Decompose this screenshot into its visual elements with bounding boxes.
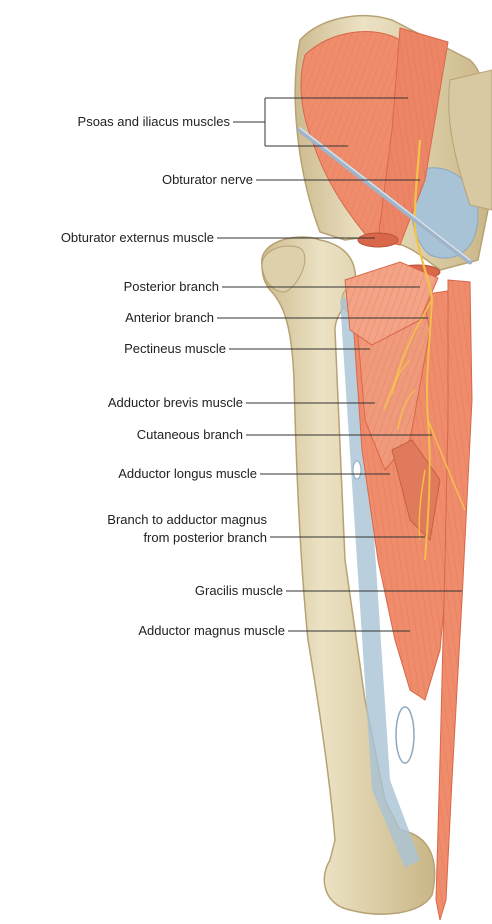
label-pectineus: Pectineus muscle: [124, 341, 226, 357]
small-foramen: [353, 461, 361, 479]
label-branch-magnus-line1: Branch to adductor magnus: [107, 511, 267, 528]
label-obturator-externus: Obturator externus muscle: [61, 230, 214, 246]
label-adductor-brevis: Adductor brevis muscle: [108, 395, 243, 411]
label-branch-magnus-line2: from posterior branch: [143, 529, 267, 546]
label-gracilis: Gracilis muscle: [195, 583, 283, 599]
label-psoas-iliacus: Psoas and iliacus muscles: [78, 114, 230, 130]
psoas-cut-end: [358, 233, 398, 247]
label-cutaneous-branch: Cutaneous branch: [137, 427, 243, 443]
label-anterior-branch: Anterior branch: [125, 310, 214, 326]
label-adductor-longus: Adductor longus muscle: [118, 466, 257, 482]
adductor-hiatus: [396, 707, 414, 763]
label-adductor-magnus: Adductor magnus muscle: [138, 623, 285, 639]
label-posterior-branch: Posterior branch: [124, 279, 219, 295]
label-obturator-nerve: Obturator nerve: [162, 172, 253, 188]
